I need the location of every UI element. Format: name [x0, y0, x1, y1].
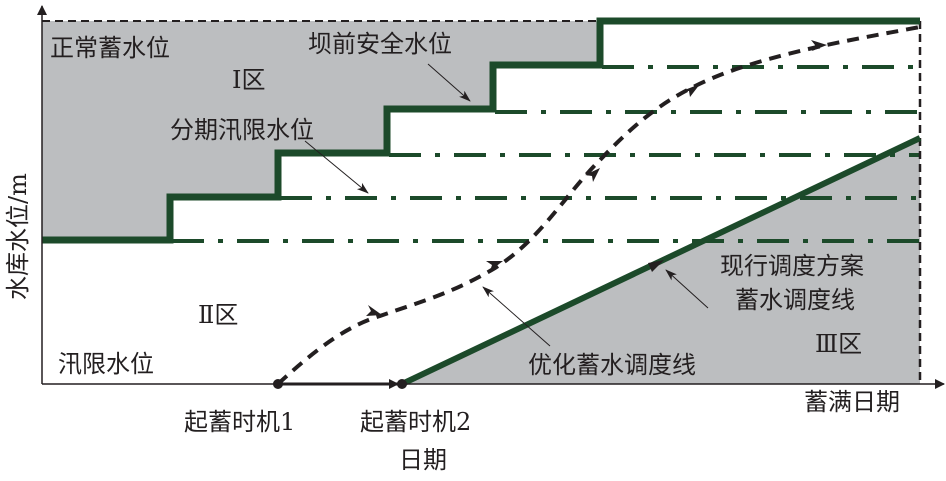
- zone-1-label: Ⅰ区: [232, 66, 266, 94]
- chevron-arrow-1: [366, 305, 382, 316]
- current-scheme-arrowhead: [648, 260, 664, 272]
- staged-flood-limit-lines: [172, 65, 920, 243]
- normal-storage-level-label: 正常蓄水位: [50, 34, 170, 62]
- current-scheme-leader: [665, 269, 709, 309]
- full-storage-date-label: 蓄满日期: [804, 388, 900, 416]
- zone-3-label: Ⅲ区: [815, 330, 863, 358]
- optimized-storage-line-label: 优化蓄水调度线: [528, 351, 696, 379]
- staged-flood-limit-leader: [304, 140, 369, 194]
- current-scheme-label-line-1: 现行调度方案: [720, 252, 864, 280]
- chevron-arrow-4: [682, 84, 700, 97]
- current-scheme-label-line-2: 蓄水调度线: [735, 286, 855, 314]
- dam-safety-leader: [427, 63, 471, 102]
- dam-safety-level-steps: [42, 17, 920, 244]
- optimized-line-leader: [482, 286, 551, 347]
- chevron-arrow-2: [486, 261, 503, 271]
- staged-flood-limit-level-label: 分期汛限水位: [170, 116, 314, 144]
- y-axis-label: 水库水位/m: [4, 173, 32, 300]
- storage-start-1-label: 起蓄时机1: [184, 408, 296, 436]
- optimized-storage-line: [276, 25, 921, 386]
- storage-start-point-2: [397, 379, 407, 389]
- chevron-arrow-3: [585, 168, 600, 182]
- zone-2-label: Ⅱ区: [198, 301, 239, 329]
- chevron-arrow-5: [811, 40, 827, 51]
- optimized-line-arrows: [366, 40, 827, 316]
- storage-start-point-1: [273, 379, 283, 389]
- flood-limit-level-label: 汛限水位: [58, 350, 154, 378]
- x-axis-label: 日期: [399, 446, 447, 474]
- zone-1-fill: [42, 21, 600, 240]
- dam-safety-level-label: 坝前安全水位: [308, 30, 452, 58]
- storage-start-2-label: 起蓄时机2: [360, 408, 472, 436]
